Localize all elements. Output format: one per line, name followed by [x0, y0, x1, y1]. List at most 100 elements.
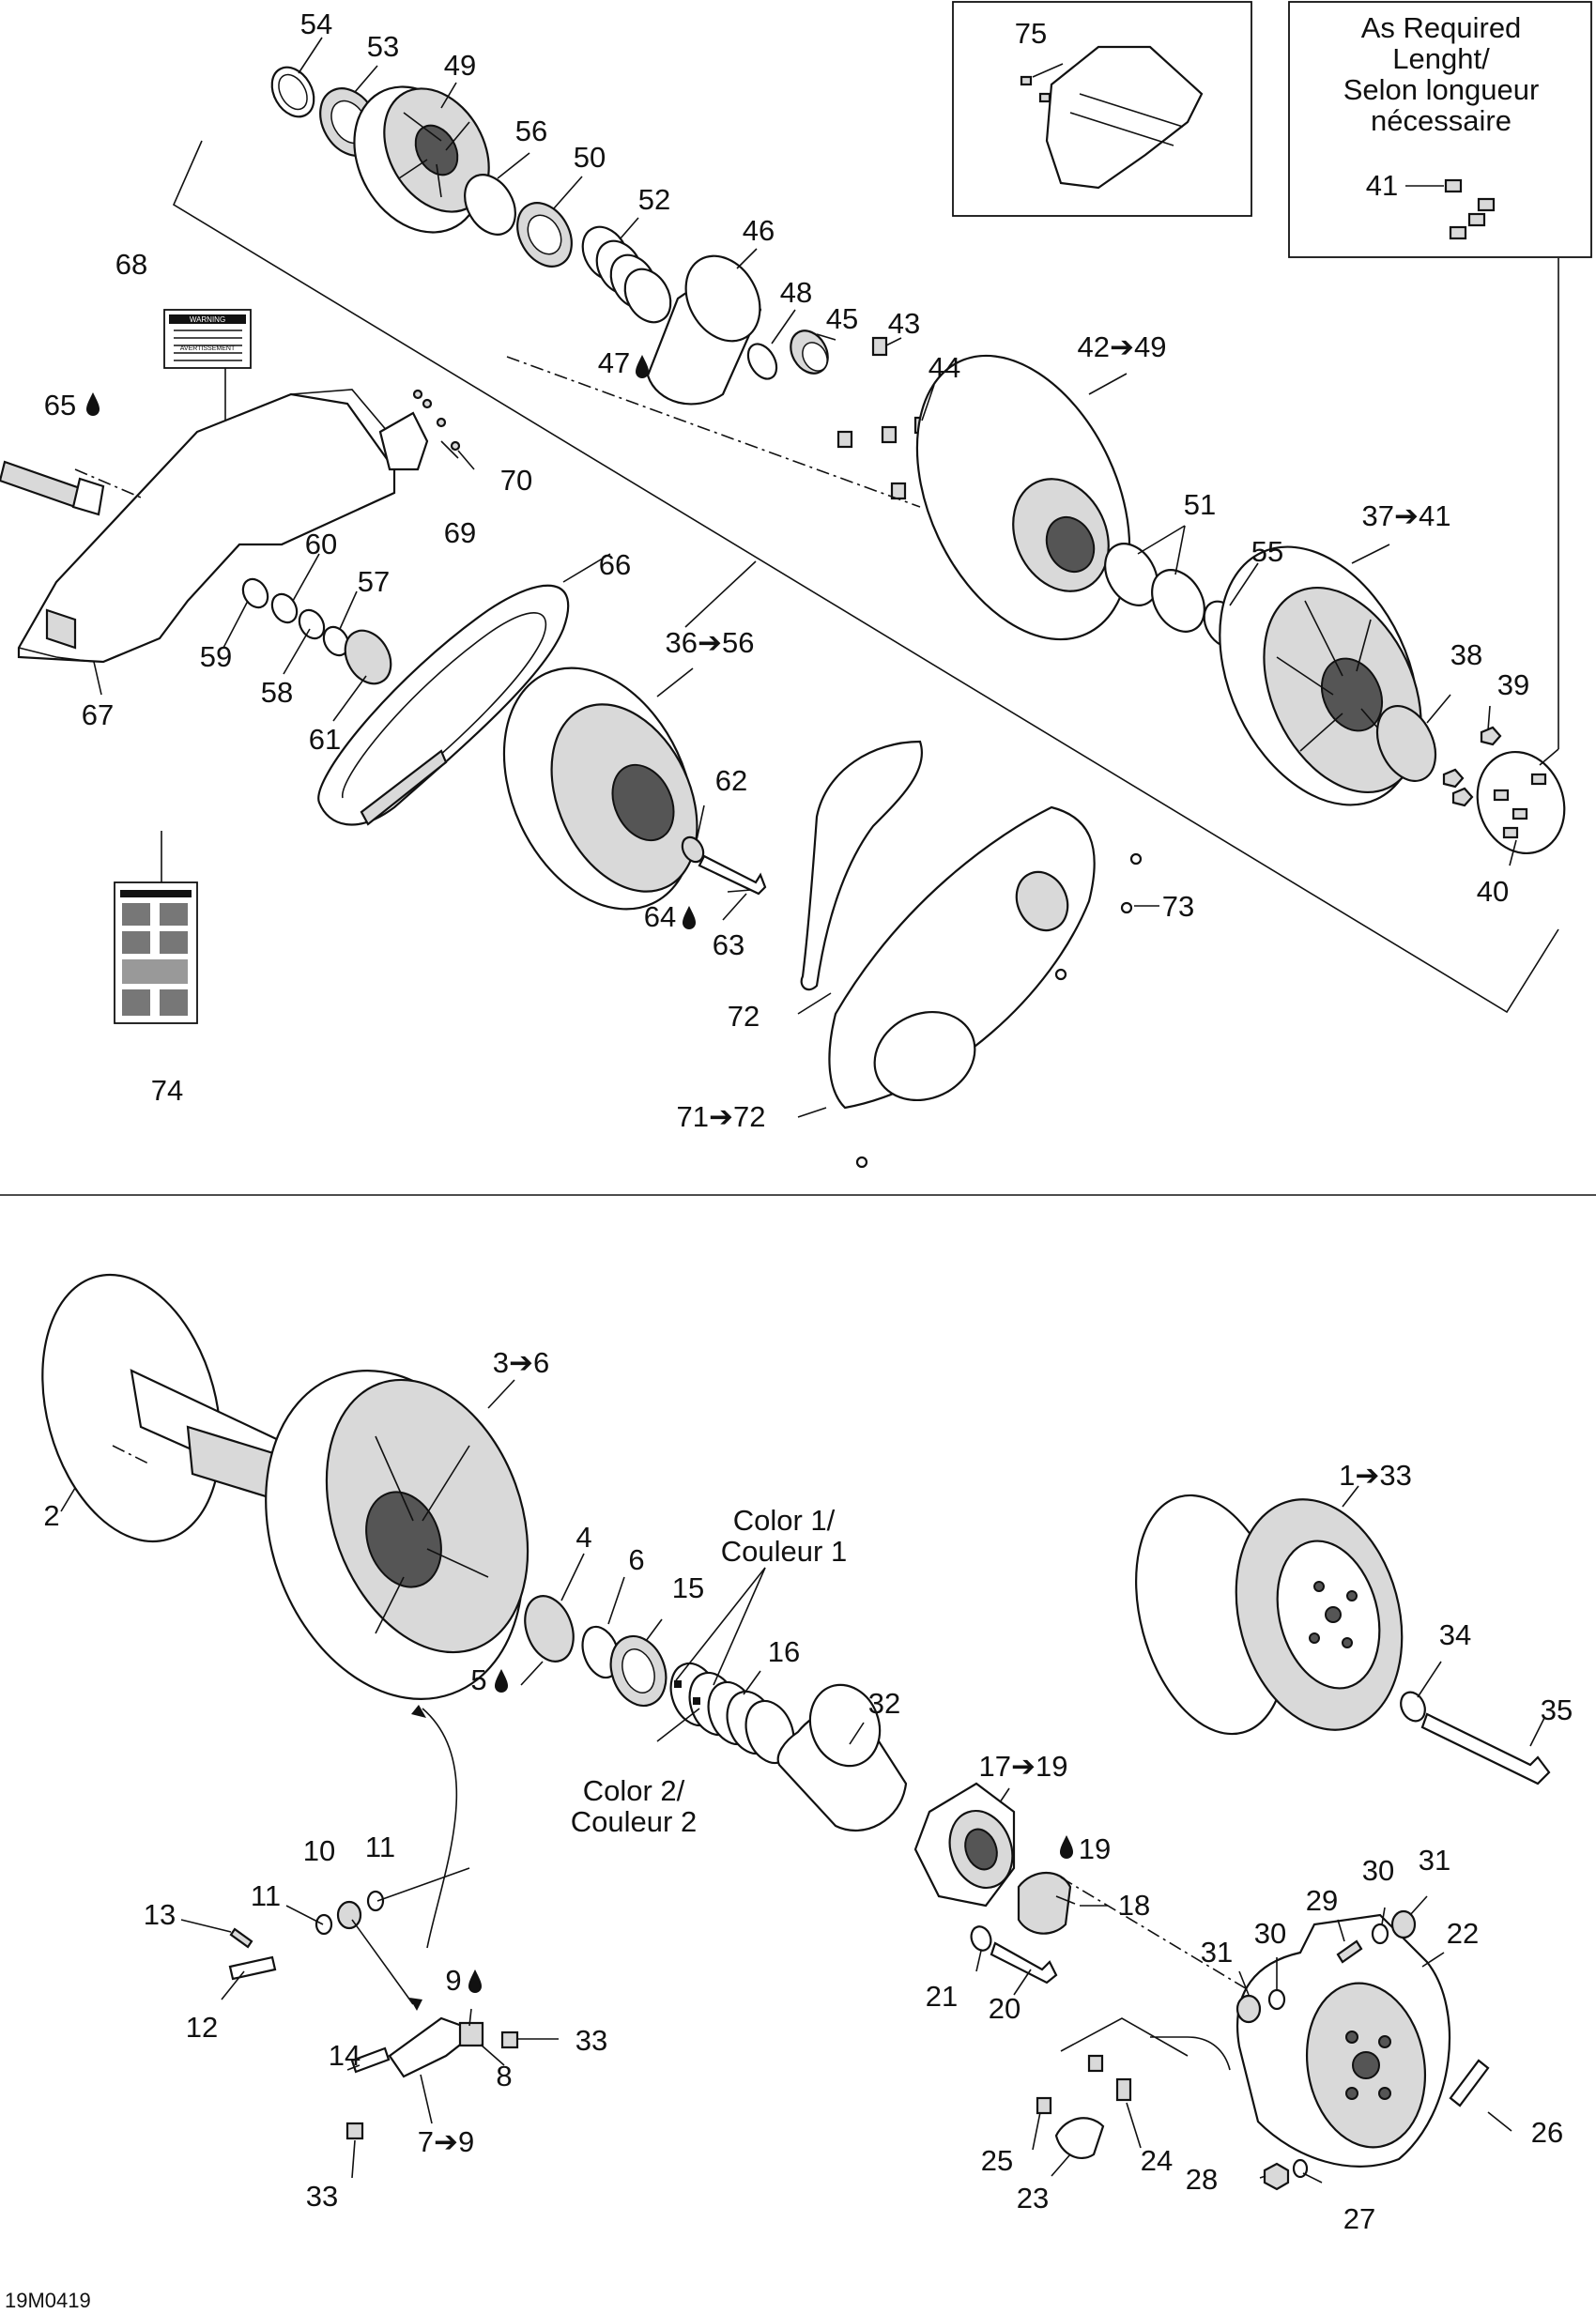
callout-65: 65 [44, 389, 76, 421]
note-as-required-line1: As Required [1361, 11, 1522, 44]
callout-46: 46 [743, 214, 775, 247]
callout-43: 43 [888, 307, 920, 340]
part-57 [322, 625, 350, 657]
callout-23: 23 [1017, 2182, 1049, 2214]
callout-41: 41 [1366, 169, 1398, 202]
callout-48: 48 [780, 276, 812, 309]
callout-9: 9 [445, 1964, 461, 1997]
part-3-sliding-sheave [265, 1370, 529, 1700]
callout-38: 38 [1450, 638, 1482, 671]
part-1-drive-pulley [1135, 1494, 1404, 1736]
callout-72: 72 [728, 1000, 760, 1033]
callout-12: 12 [186, 2011, 218, 2044]
note-color1-line1: Color 1/ [733, 1504, 836, 1537]
part-50-bushing [516, 202, 573, 268]
callout-11-right: 11 [365, 1831, 395, 1863]
part-28-nut [1263, 2162, 1290, 2191]
callout-52: 52 [638, 183, 670, 216]
part-10 [336, 1900, 362, 1930]
callout-3-6: 3➔6 [493, 1346, 549, 1379]
callout-40: 40 [1477, 875, 1509, 908]
part-48-ring [746, 343, 778, 380]
part-20-bolt [990, 1941, 1058, 1985]
part-74-label [114, 881, 198, 1024]
callout-6: 6 [628, 1543, 644, 1576]
part-56-shim [464, 174, 516, 236]
warning-label-title: WARNING [190, 315, 225, 324]
drawing-code: 19M0419 [5, 2289, 91, 2312]
part-66-belt [317, 584, 570, 826]
oil-drop-icon-5 [495, 1669, 508, 1693]
callout-36-56: 36➔56 [666, 626, 755, 659]
part-71-cover [828, 805, 1143, 1169]
part-22-governor-cup [1236, 1913, 1451, 2168]
callout-29: 29 [1306, 1884, 1338, 1917]
part-34-washer [1400, 1691, 1426, 1723]
part-39-nuts [1442, 726, 1502, 807]
callout-75: 75 [1015, 17, 1047, 50]
part-69-bracket [378, 411, 429, 471]
callout-68: 68 [115, 248, 147, 281]
oil-drop-icon-9 [468, 1969, 482, 1993]
inset-box-41 [1288, 1, 1592, 258]
part-62-washer [681, 835, 705, 864]
part-60 [270, 592, 299, 624]
part-59 [241, 577, 269, 609]
callout-64: 64 [644, 900, 676, 933]
part-63-bolt [698, 854, 767, 896]
callout-33-bottom: 33 [306, 2180, 338, 2213]
note-color2-line1: Color 2/ [583, 1774, 685, 1807]
callout-18: 18 [1118, 1889, 1150, 1922]
callout-54: 54 [300, 8, 332, 40]
part-70-screws [412, 389, 461, 452]
part-72-gasket [800, 740, 923, 991]
callout-39: 39 [1497, 668, 1529, 701]
part-31b [1235, 1994, 1262, 2024]
oil-drop-icon-47 [636, 355, 649, 378]
part-18-bushing [1017, 1872, 1072, 1935]
part-45-bushing [790, 329, 829, 375]
callout-63: 63 [713, 928, 744, 961]
part-37-sheave [1219, 545, 1422, 806]
leader-lines [60, 37, 1545, 2184]
callout-61: 61 [309, 723, 341, 756]
callout-4: 4 [575, 1521, 591, 1554]
callout-47: 47 [598, 346, 630, 379]
part-30a [1371, 1923, 1389, 1945]
part-49-cam [353, 85, 490, 234]
callout-17-19: 17➔19 [979, 1750, 1068, 1783]
callout-14: 14 [329, 2039, 361, 2072]
note-color2: Color 2/ Couleur 2 [571, 1774, 697, 1838]
part-65-shaft [0, 460, 105, 516]
callout-27: 27 [1343, 2202, 1375, 2235]
callout-69: 69 [444, 516, 476, 549]
part-29-screw [1336, 1939, 1363, 1964]
oil-drop-icon-64 [683, 906, 696, 929]
callout-32: 32 [868, 1687, 900, 1720]
callout-34: 34 [1439, 1618, 1471, 1651]
callout-56: 56 [515, 115, 547, 147]
part-40-cover [1476, 750, 1566, 855]
part-30b [1267, 1988, 1286, 2011]
part-46-sleeve [646, 254, 762, 406]
callout-42-49: 42➔49 [1078, 330, 1167, 363]
part-36-driven-pulley [502, 667, 698, 911]
callout-10: 10 [303, 1834, 335, 1867]
callout-70: 70 [500, 464, 532, 497]
part-25-screw-a [1036, 2096, 1052, 2115]
part-7-lever [388, 2016, 469, 2078]
callout-33-right: 33 [575, 2024, 607, 2057]
callout-labels: 54 53 49 56 50 52 46 48 45 43 44 47 42➔4… [43, 8, 1573, 2235]
part-31a [1390, 1909, 1417, 1939]
callout-74: 74 [151, 1074, 183, 1107]
callout-35: 35 [1541, 1693, 1573, 1726]
part-42-sheave [915, 354, 1131, 641]
part-67-belt-guard [17, 389, 405, 664]
callout-15: 15 [672, 1571, 704, 1604]
note-as-required: As Required Lenght/ Selon longueur néces… [1343, 11, 1540, 137]
part-24-pin [1115, 2077, 1132, 2102]
callout-59: 59 [200, 640, 232, 673]
callout-53: 53 [367, 30, 399, 63]
part-52-spring [581, 225, 672, 324]
callout-67: 67 [82, 698, 114, 731]
